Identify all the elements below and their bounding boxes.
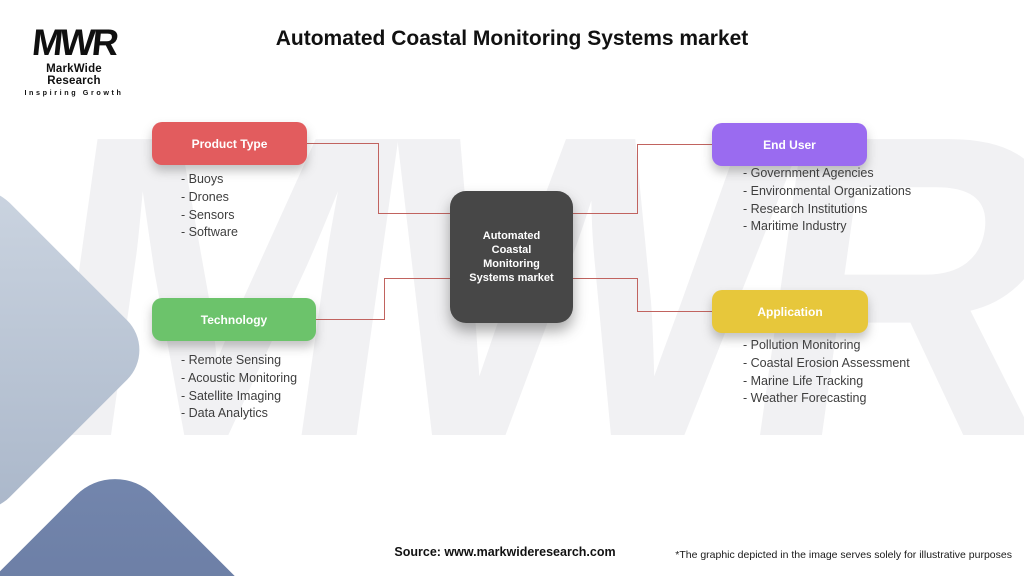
item-list-application: - Pollution Monitoring - Coastal Erosion… bbox=[743, 337, 910, 408]
list-item: - Software bbox=[181, 225, 238, 240]
logo-tagline: Inspiring Growth bbox=[24, 88, 124, 97]
category-box-application: Application bbox=[712, 290, 868, 333]
center-node-label: Automated Coastal Monitoring Systems mar… bbox=[469, 230, 554, 284]
list-item: - Satellite Imaging bbox=[181, 388, 282, 403]
connector-line bbox=[637, 144, 712, 145]
connector-line bbox=[573, 278, 637, 279]
list-item: - Data Analytics bbox=[181, 406, 268, 421]
connector-line bbox=[378, 213, 450, 214]
source-text: Source: www.markwideresearch.com bbox=[394, 545, 616, 559]
category-label: Application bbox=[757, 304, 823, 319]
connector-line bbox=[307, 143, 378, 144]
category-box-product-type: Product Type bbox=[152, 122, 307, 165]
item-list-end-user: - Government Agencies - Environmental Or… bbox=[743, 165, 911, 236]
connector-line bbox=[637, 278, 638, 311]
list-item: - Research Institutions bbox=[743, 201, 868, 216]
list-item: - Marine Life Tracking bbox=[743, 373, 864, 388]
connector-line bbox=[316, 319, 384, 320]
list-item: - Weather Forecasting bbox=[743, 391, 867, 406]
connector-line bbox=[384, 278, 450, 279]
category-label: End User bbox=[763, 137, 816, 152]
page-title: Automated Coastal Monitoring Systems mar… bbox=[275, 27, 749, 50]
category-box-technology: Technology bbox=[152, 298, 316, 341]
center-node: Automated Coastal Monitoring Systems mar… bbox=[450, 191, 573, 323]
connector-line bbox=[378, 143, 379, 214]
category-label: Product Type bbox=[191, 136, 268, 151]
list-item: - Pollution Monitoring bbox=[743, 338, 861, 352]
markwide-research-logo: MWR MarkWide Research Inspiring Growth bbox=[22, 22, 126, 97]
item-list-product-type: - Buoys - Drones - Sensors - Software bbox=[181, 171, 238, 242]
list-item: - Maritime Industry bbox=[743, 219, 847, 234]
list-item: - Buoys bbox=[181, 172, 224, 186]
connector-line bbox=[637, 144, 638, 214]
list-item: - Coastal Erosion Assessment bbox=[743, 355, 910, 370]
item-list-technology: - Remote Sensing - Acoustic Monitoring -… bbox=[181, 352, 297, 423]
connector-line bbox=[637, 311, 712, 312]
list-item: - Government Agencies bbox=[743, 166, 874, 180]
connector-line bbox=[573, 213, 638, 214]
category-label: Technology bbox=[200, 312, 268, 327]
category-box-end-user: End User bbox=[712, 123, 867, 166]
list-item: - Remote Sensing bbox=[181, 353, 282, 367]
list-item: - Sensors bbox=[181, 207, 235, 222]
disclaimer-text: *The graphic depicted in the image serve… bbox=[675, 549, 1012, 561]
list-item: - Drones bbox=[181, 189, 229, 204]
connector-line bbox=[384, 278, 385, 320]
list-item: - Acoustic Monitoring bbox=[181, 370, 298, 385]
logo-company-name: MarkWide Research bbox=[46, 63, 102, 87]
list-item: - Environmental Organizations bbox=[743, 183, 912, 198]
